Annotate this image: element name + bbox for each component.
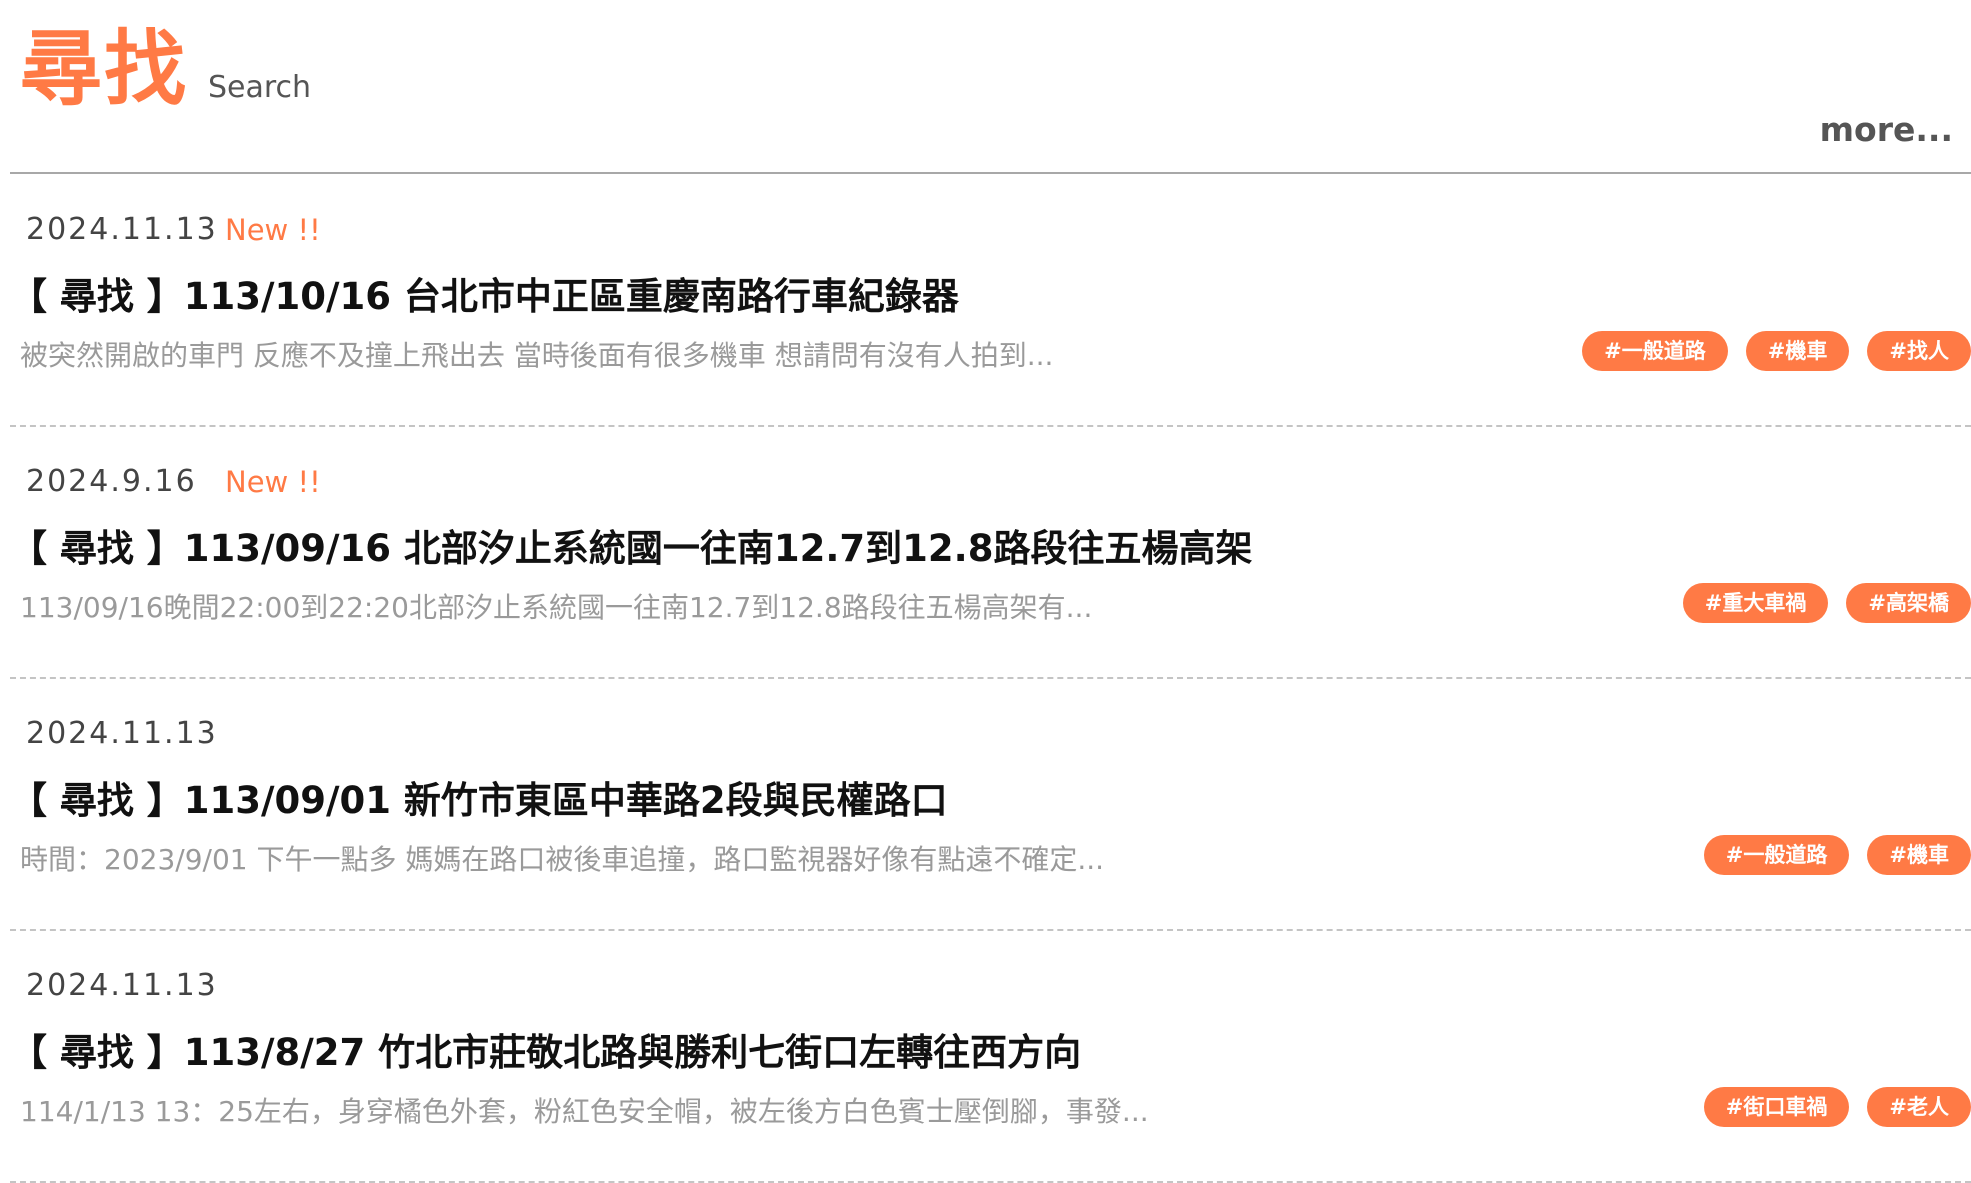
tag-elderly[interactable]: #老人 <box>1867 1087 1971 1127</box>
tag-list: #重大車禍 #高架橋 <box>1682 583 1971 623</box>
tag-motorcycle[interactable]: #機車 <box>1745 331 1850 371</box>
new-badge: New !! <box>225 465 321 499</box>
page-title: 尋找 <box>20 22 189 117</box>
tag-list: #一般道路 #機車 <box>1703 835 1971 875</box>
list-item[interactable]: 2024.11.13 New !! 【 尋找 】113/10/16 台北市中正區… <box>10 175 1971 427</box>
post-excerpt: 被突然開啟的車門 反應不及撞上飛出去 當時後面有很多機車 想請問有沒有人拍到..… <box>20 339 1054 372</box>
list-item[interactable]: 2024.9.16 New !! 【 尋找 】113/09/16 北部汐止系統國… <box>10 427 1971 679</box>
new-badge: New !! <box>225 213 321 247</box>
list-item[interactable]: 2024.11.13 【 尋找 】113/8/27 竹北市莊敬北路與勝利七街口左… <box>10 931 1971 1183</box>
more-link[interactable]: more... <box>1819 110 1953 149</box>
page-header: 尋找 Search more... <box>0 0 1971 175</box>
list-item[interactable]: 2024.11.13 【 尋找 】113/09/01 新竹市東區中華路2段與民權… <box>10 679 1971 931</box>
post-title[interactable]: 【 尋找 】113/09/01 新竹市東區中華路2段與民權路口 <box>10 779 948 822</box>
tag-general-road[interactable]: #一般道路 <box>1582 331 1728 371</box>
tag-find-person[interactable]: #找人 <box>1867 331 1971 371</box>
post-date: 2024.11.13 <box>26 212 218 247</box>
post-date: 2024.9.16 <box>26 464 197 499</box>
post-title[interactable]: 【 尋找 】113/09/16 北部汐止系統國一往南12.7到12.8路段往五楊… <box>10 527 1253 570</box>
header-divider <box>10 172 1971 174</box>
post-title[interactable]: 【 尋找 】113/8/27 竹北市莊敬北路與勝利七街口左轉往西方向 <box>10 1031 1082 1074</box>
post-excerpt: 時間：2023/9/01 下午一點多 媽媽在路口被後車追撞，路口監視器好像有點遠… <box>20 843 1105 876</box>
tag-major-accident[interactable]: #重大車禍 <box>1682 583 1829 623</box>
post-title[interactable]: 【 尋找 】113/10/16 台北市中正區重慶南路行車紀錄器 <box>10 275 959 318</box>
tag-list: #街口車禍 #老人 <box>1703 1087 1971 1127</box>
post-excerpt: 113/09/16晚間22:00到22:20北部汐止系統國一往南12.7到12.… <box>20 591 1093 624</box>
page-subtitle: Search <box>208 70 312 105</box>
tag-list: #一般道路 #機車 #找人 <box>1582 331 1971 371</box>
post-excerpt: 114/1/13 13：25左右，身穿橘色外套，粉紅色安全帽，被左後方白色賓士壓… <box>20 1095 1149 1128</box>
tag-general-road[interactable]: #一般道路 <box>1703 835 1850 875</box>
post-list: 2024.11.13 New !! 【 尋找 】113/10/16 台北市中正區… <box>0 175 1971 1183</box>
tag-viaduct[interactable]: #高架橋 <box>1846 583 1971 623</box>
tag-intersection-accident[interactable]: #街口車禍 <box>1703 1087 1850 1127</box>
tag-motorcycle[interactable]: #機車 <box>1867 835 1971 875</box>
post-date: 2024.11.13 <box>26 716 218 751</box>
post-date: 2024.11.13 <box>26 968 218 1003</box>
